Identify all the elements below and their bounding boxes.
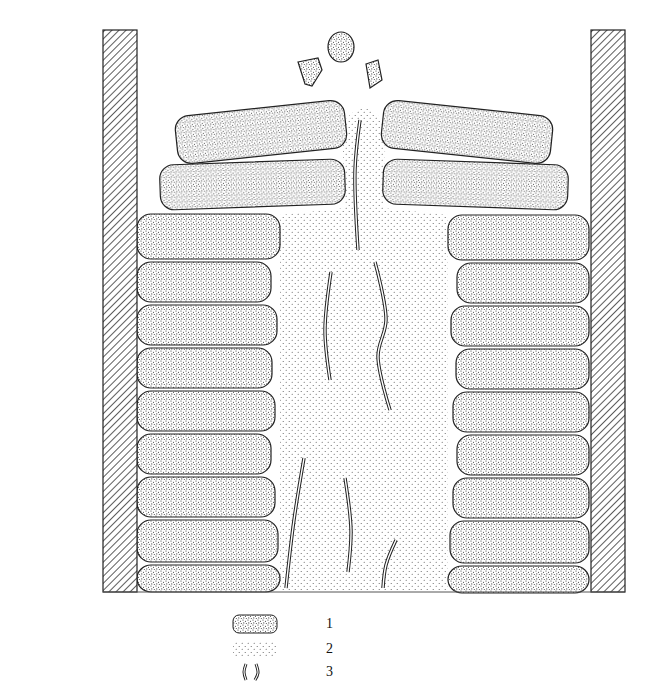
crack-line [345,478,351,572]
fragments [298,32,382,88]
crack-line [383,540,396,588]
coarse-block [456,349,589,389]
crack-line [325,272,331,380]
base-line [103,592,625,593]
coarse-block [137,434,271,474]
swatch-block [233,615,277,633]
legend-swatch [232,662,278,682]
swatch-fill [233,641,277,657]
crack-line [375,262,390,410]
coarse-block [137,391,275,431]
crack-line [355,120,360,250]
coarse-block [453,478,589,518]
coarse-block [382,159,568,210]
coarse-block [137,262,271,302]
swatch-crack [255,664,258,680]
legend-entry: 2 [232,639,333,659]
coarse-block [457,263,589,303]
legend-entry: 1 [232,614,333,634]
legend-label: 1 [326,617,333,631]
coarse-block [137,565,280,592]
coarse-block [457,435,589,475]
coarse-block [451,306,589,346]
crack-line [325,272,331,380]
crack-layer [286,120,396,588]
coarse-block [448,566,589,593]
wall [591,30,625,592]
legend-label: 2 [326,642,333,656]
swatch-crack [255,664,258,680]
crack-line [286,458,304,588]
block-layer [137,99,589,593]
coarse-block [137,348,272,388]
crack-line [355,120,360,250]
wall [103,30,137,592]
coarse-block [450,521,589,563]
crack-line [383,540,396,588]
legend-entry: 3 [232,662,333,682]
legend-swatch [232,614,278,634]
swatch-crack [244,664,246,680]
coarse-block [174,99,348,165]
legend-swatch [232,639,278,659]
coarse-block [159,159,345,210]
fragment [298,58,322,86]
coarse-block [453,392,589,432]
fragment [328,32,354,62]
coarse-block [137,520,278,562]
coarse-block [137,477,275,517]
fragment [366,60,382,88]
coarse-block [380,99,554,165]
coarse-block [448,215,589,260]
legend-label: 3 [326,665,333,679]
swatch-crack [244,664,246,680]
coarse-block [137,214,280,259]
crack-line [345,478,351,572]
crack-line [375,262,390,410]
coarse-block [137,305,277,345]
crack-line [286,458,304,588]
